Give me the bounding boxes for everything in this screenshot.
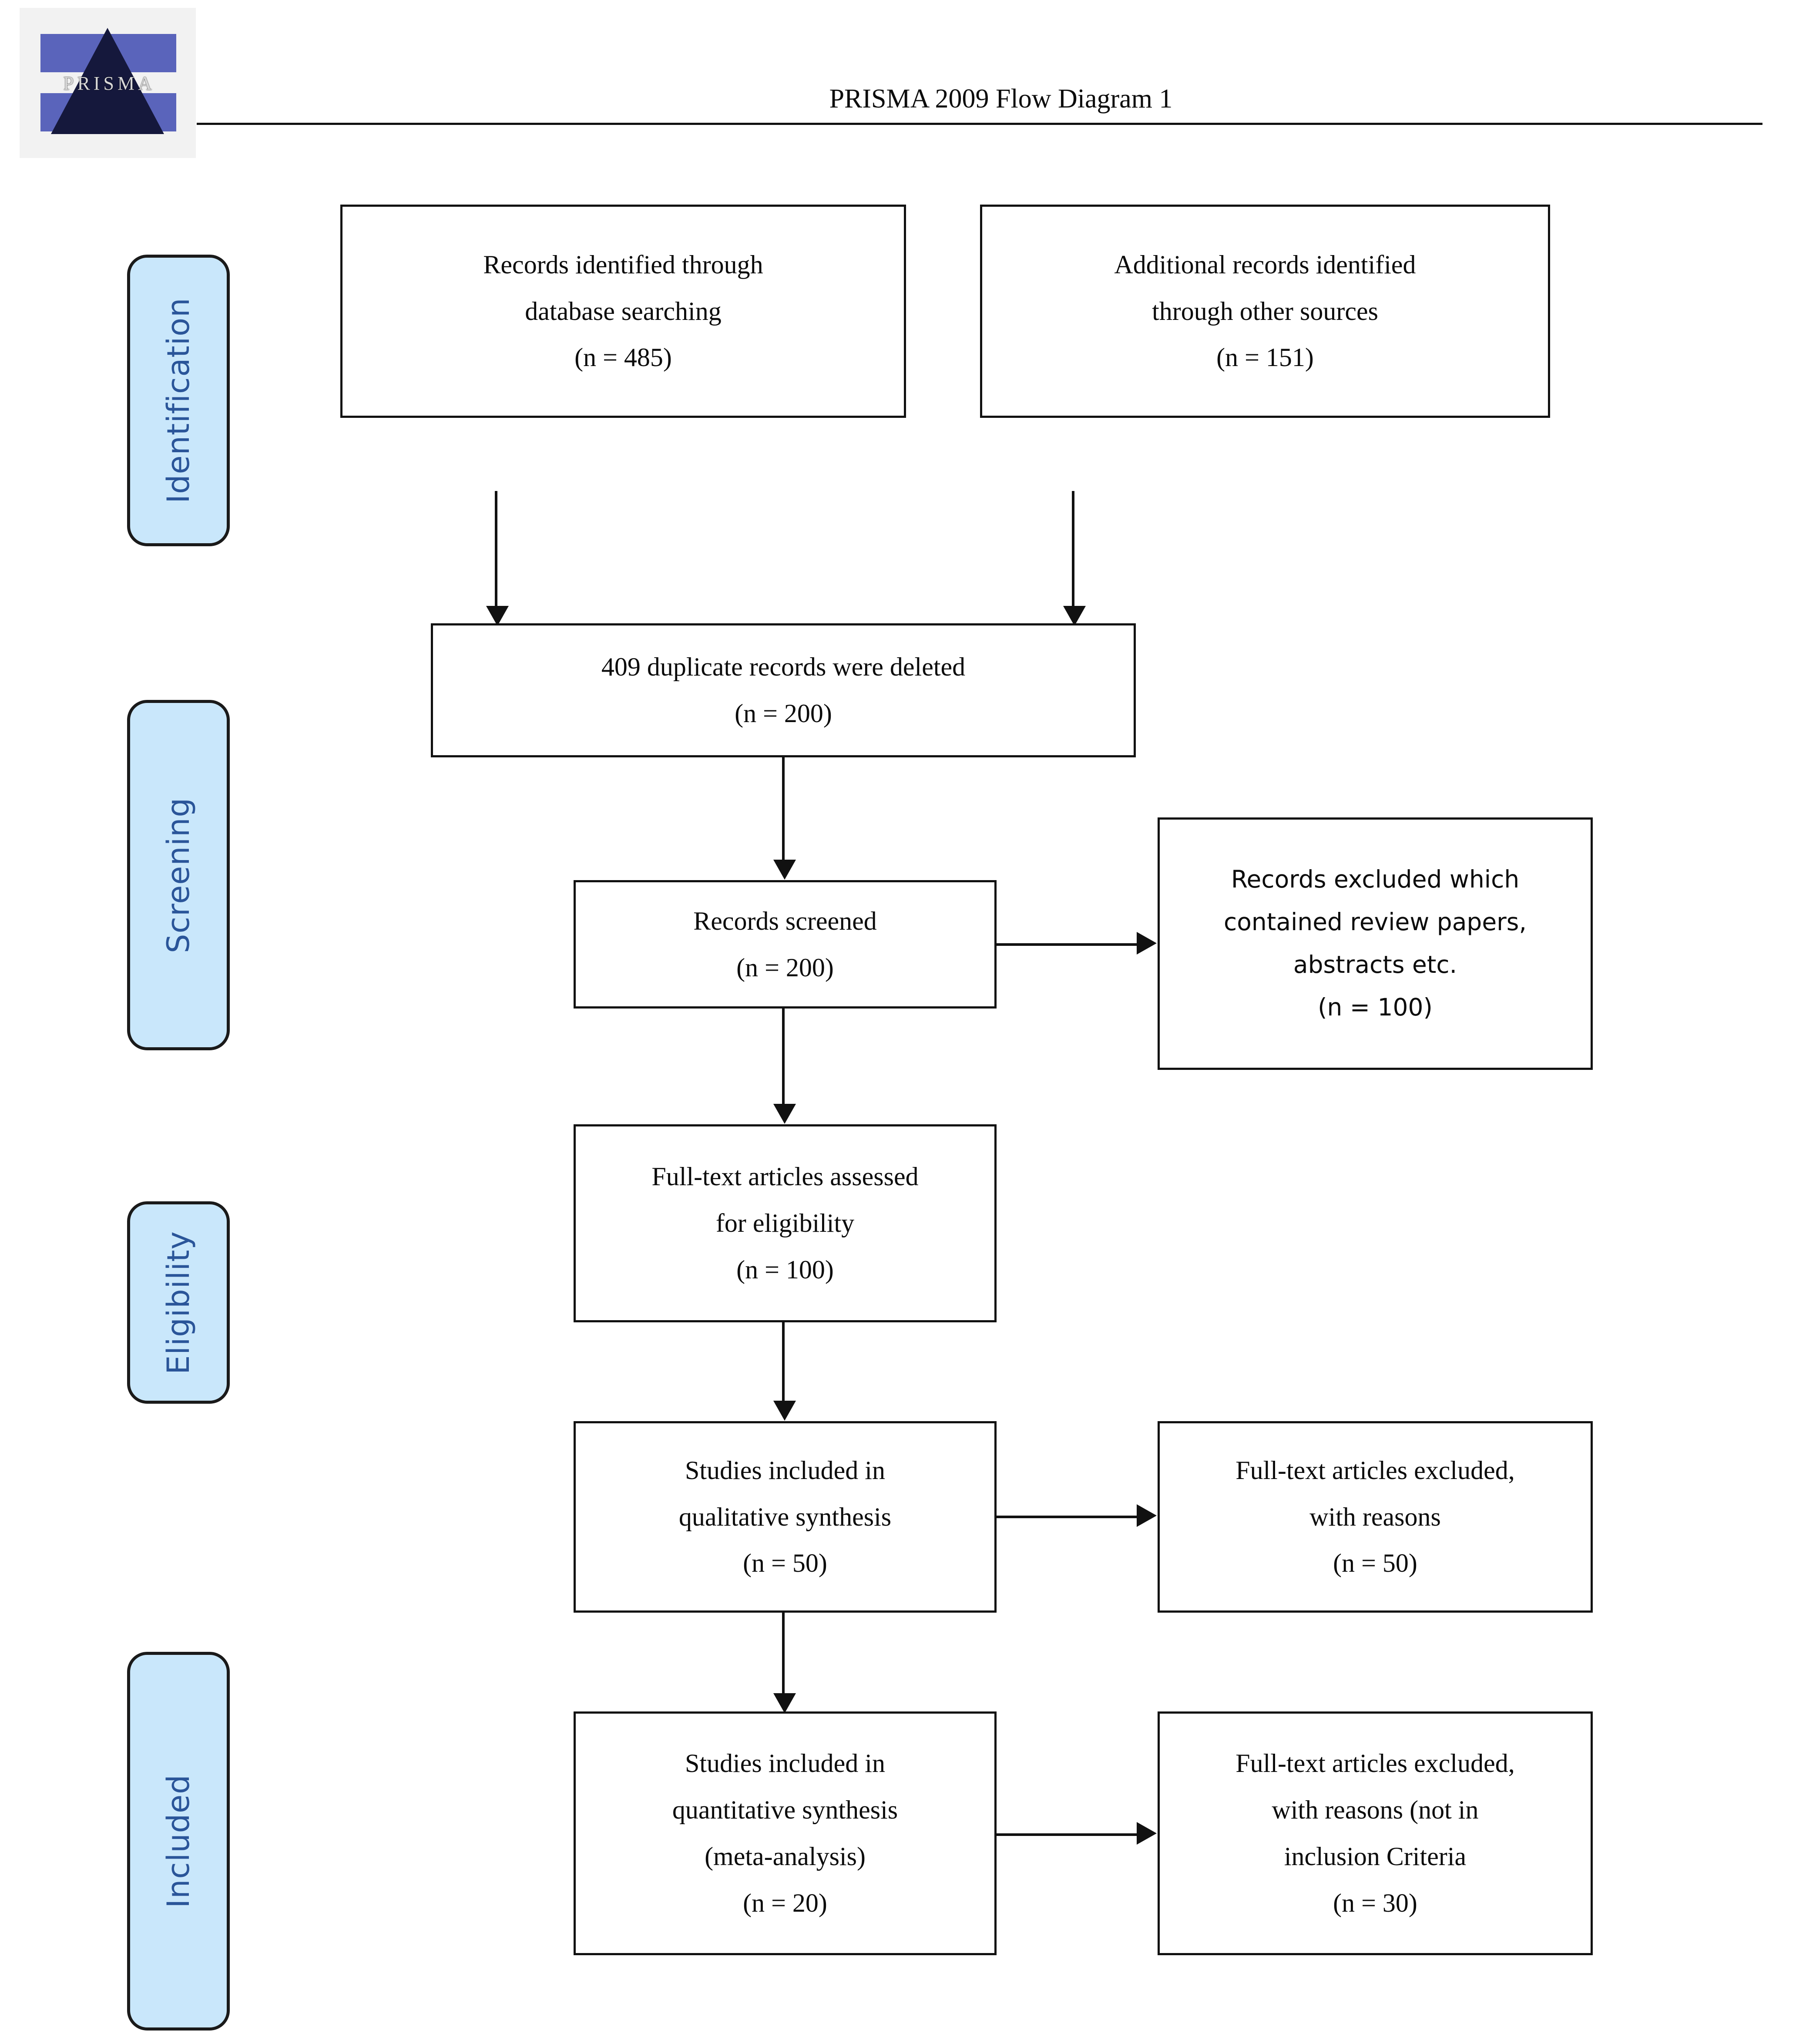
page-title: PRISMA 2009 Flow Diagram 1: [829, 84, 1173, 114]
box-line: quantitative synthesis: [672, 1795, 898, 1825]
box-line: Studies included in: [685, 1456, 885, 1485]
header-divider: [197, 123, 1762, 125]
box-line: Records screened: [693, 906, 877, 935]
arrowhead-qualitative-to-quantitative-icon: [773, 1693, 796, 1713]
stage-pill-identification: Identification: [127, 255, 230, 546]
box-line: Additional records identified: [1114, 250, 1416, 279]
arrowhead-db-to-duplicates-icon: [486, 606, 509, 626]
box-count: (n = 30): [1333, 1888, 1417, 1917]
box-records-identified-database: Records identified through database sear…: [340, 205, 906, 418]
arrowhead-quantitative-to-excluded-icon: [1137, 1822, 1157, 1845]
box-line: database searching: [525, 296, 722, 326]
connector-qualitative-to-excluded: [997, 1516, 1140, 1518]
connector-duplicates-to-screened: [782, 757, 785, 864]
connector-screened-to-excluded: [997, 943, 1140, 946]
stage-pill-eligibility: Eligibility: [127, 1201, 230, 1404]
box-line: Studies included in: [685, 1749, 885, 1778]
box-line: contained review papers,: [1224, 908, 1527, 936]
box-count: (n = 50): [1333, 1549, 1417, 1578]
logo-triangle-icon: [51, 28, 164, 134]
box-line: Records excluded which: [1231, 865, 1520, 894]
stage-label-screening: Screening: [161, 797, 196, 953]
arrowhead-qualitative-to-excluded-icon: [1137, 1504, 1157, 1527]
box-count: (n = 20): [743, 1888, 827, 1917]
arrowhead-fulltext-to-qualitative-icon: [773, 1401, 796, 1421]
stage-label-identification: Identification: [161, 297, 196, 504]
box-records-excluded: Records excluded which contained review …: [1158, 817, 1593, 1070]
connector-screened-to-fulltext: [782, 1009, 785, 1106]
box-line: Full-text articles excluded,: [1235, 1749, 1515, 1778]
connector-qualitative-to-quantitative: [782, 1613, 785, 1698]
box-line: abstracts etc.: [1293, 951, 1457, 978]
box-line: 409 duplicate records were deleted: [601, 652, 966, 682]
box-count: (n = 485): [574, 343, 672, 372]
connector-quantitative-to-excluded: [997, 1833, 1140, 1836]
connector-db-to-duplicates: [495, 491, 497, 617]
stage-label-included: Included: [161, 1774, 196, 1908]
box-studies-quantitative-synthesis: Studies included in quantitative synthes…: [574, 1711, 997, 1955]
box-line: qualitative synthesis: [678, 1502, 892, 1531]
box-fulltext-articles-assessed: Full-text articles assessed for eligibil…: [574, 1124, 997, 1322]
box-count: (n = 100): [1318, 993, 1433, 1021]
arrowhead-duplicates-to-screened-icon: [773, 860, 796, 880]
connector-fulltext-to-qualitative: [782, 1322, 785, 1403]
box-line: Full-text articles assessed: [651, 1162, 919, 1191]
box-line: inclusion Criteria: [1284, 1842, 1467, 1871]
box-count: (n = 151): [1216, 343, 1314, 372]
box-count: (n = 50): [743, 1549, 827, 1578]
box-line: for eligibility: [715, 1209, 855, 1238]
box-count: (n = 200): [736, 953, 834, 982]
stage-label-eligibility: Eligibility: [161, 1230, 196, 1375]
box-line: Records identified through: [483, 250, 763, 279]
prisma-logo: PRISMA: [20, 8, 196, 158]
box-additional-records-other-sources: Additional records identified through ot…: [980, 205, 1550, 418]
arrowhead-other-to-duplicates-icon: [1063, 606, 1086, 626]
stage-pill-screening: Screening: [127, 700, 230, 1050]
box-fulltext-excluded-with-reasons: Full-text articles excluded, with reason…: [1158, 1421, 1593, 1613]
box-duplicate-records-deleted: 409 duplicate records were deleted (n = …: [431, 623, 1136, 757]
box-studies-qualitative-synthesis: Studies included in qualitative synthesi…: [574, 1421, 997, 1613]
box-fulltext-excluded-not-in-inclusion-criteria: Full-text articles excluded, with reason…: [1158, 1711, 1593, 1955]
arrowhead-screened-to-fulltext-icon: [773, 1104, 796, 1124]
box-line: through other sources: [1152, 296, 1378, 326]
box-count: (n = 200): [735, 699, 832, 728]
box-records-screened: Records screened (n = 200): [574, 880, 997, 1009]
box-line: with reasons: [1309, 1502, 1441, 1531]
box-line: with reasons (not in: [1272, 1795, 1479, 1825]
arrowhead-screened-to-excluded-icon: [1137, 932, 1157, 955]
box-line: (meta-analysis): [705, 1842, 866, 1871]
stage-pill-included: Included: [127, 1652, 230, 2031]
logo-wordmark: PRISMA: [63, 73, 155, 94]
box-line: Full-text articles excluded,: [1235, 1456, 1515, 1485]
box-count: (n = 100): [736, 1255, 834, 1284]
connector-other-to-duplicates: [1072, 491, 1074, 617]
